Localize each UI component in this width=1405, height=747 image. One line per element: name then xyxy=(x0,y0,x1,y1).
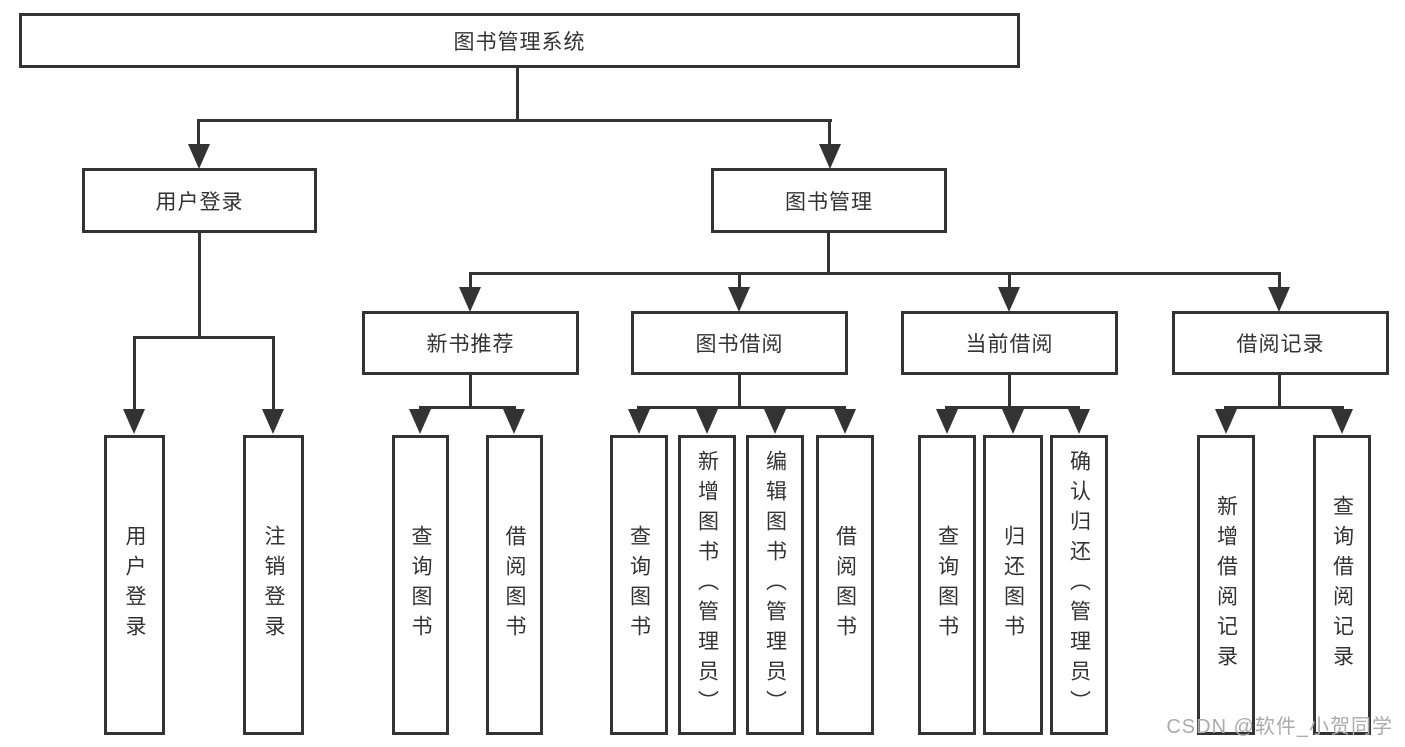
leaf-add-books-admin: 新增图书（管理员） xyxy=(678,435,736,735)
node-label: 查询图书 xyxy=(409,525,432,645)
node-label: 确认归还（管理员） xyxy=(1067,450,1091,720)
node-label: 借阅图书 xyxy=(833,525,857,645)
node-label: 借阅图书 xyxy=(503,525,526,645)
arrow-down-icon xyxy=(728,287,750,312)
node-label: 借阅记录 xyxy=(1236,333,1325,356)
arrow-down-icon xyxy=(409,409,431,434)
node-label: 查询借阅记录 xyxy=(1330,495,1354,675)
connector-line xyxy=(469,375,472,406)
arrow-down-icon xyxy=(1331,409,1353,434)
leaf-user-login: 用户登录 xyxy=(104,435,165,735)
node-label: 用户登录 xyxy=(123,525,146,645)
connector-line xyxy=(197,119,832,122)
arrow-down-icon xyxy=(1068,409,1090,434)
connector-line xyxy=(827,233,830,275)
arrow-down-icon xyxy=(1002,409,1024,434)
node-label: 新书推荐 xyxy=(426,333,515,356)
arrow-down-icon xyxy=(123,409,145,434)
connector-line xyxy=(1278,275,1281,288)
connector-line xyxy=(1278,375,1281,406)
leaf-query-books-recommend: 查询图书 xyxy=(392,435,449,735)
connector-line xyxy=(469,275,472,288)
node-library-management-system: 图书管理系统 xyxy=(19,13,1020,68)
node-label: 新增图书（管理员） xyxy=(695,450,719,720)
connector-line xyxy=(272,339,275,409)
arrow-down-icon xyxy=(503,409,525,434)
arrow-down-icon xyxy=(998,287,1020,312)
connector-line xyxy=(133,339,136,409)
arrow-down-icon xyxy=(936,409,958,434)
connector-line xyxy=(945,406,1080,409)
leaf-add-borrow-record: 新增借阅记录 xyxy=(1197,435,1255,735)
connector-line xyxy=(738,375,741,406)
leaf-query-books-borrowing: 查询图书 xyxy=(610,435,668,735)
connector-line xyxy=(828,122,831,144)
arrow-down-icon xyxy=(1268,287,1290,312)
leaf-borrow-books-recommend: 借阅图书 xyxy=(486,435,543,735)
connector-line xyxy=(1224,406,1344,409)
node-new-book-recommendation: 新书推荐 xyxy=(362,311,579,375)
arrow-down-icon xyxy=(188,144,210,169)
node-book-management: 图书管理 xyxy=(711,168,947,233)
connector-line xyxy=(1008,375,1011,406)
node-label: 注销登录 xyxy=(262,525,285,645)
arrow-down-icon xyxy=(834,409,856,434)
node-label: 图书借阅 xyxy=(695,333,784,356)
arrow-down-icon xyxy=(628,409,650,434)
node-label: 当前借阅 xyxy=(965,333,1054,356)
leaf-query-books-current: 查询图书 xyxy=(918,435,976,735)
arrow-down-icon xyxy=(1215,409,1237,434)
arrow-down-icon xyxy=(764,409,786,434)
connector-line xyxy=(738,275,741,288)
leaf-borrow-books: 借阅图书 xyxy=(816,435,874,735)
leaf-query-borrow-record: 查询借阅记录 xyxy=(1313,435,1371,735)
connector-line xyxy=(197,122,200,144)
node-label: 查询图书 xyxy=(627,525,651,645)
node-label: 用户登录 xyxy=(155,190,244,214)
node-label: 编辑图书（管理员） xyxy=(763,450,787,720)
leaf-edit-books-admin: 编辑图书（管理员） xyxy=(746,435,804,735)
node-label: 图书管理系统 xyxy=(453,30,586,54)
node-label: 查询图书 xyxy=(935,525,959,645)
node-label: 归还图书 xyxy=(1001,525,1025,645)
connector-line xyxy=(516,68,519,122)
node-current-borrowing: 当前借阅 xyxy=(901,311,1118,375)
connector-line xyxy=(637,406,846,409)
leaf-return-books: 归还图书 xyxy=(983,435,1043,735)
node-label: 图书管理 xyxy=(785,190,873,214)
connector-line xyxy=(198,233,201,339)
connector-line xyxy=(419,406,516,409)
connector-line xyxy=(1008,275,1011,288)
connector-line xyxy=(133,336,275,339)
leaf-logout: 注销登录 xyxy=(243,435,304,735)
arrow-down-icon xyxy=(459,287,481,312)
arrow-down-icon xyxy=(696,409,718,434)
arrow-down-icon xyxy=(262,409,284,434)
node-book-borrowing: 图书借阅 xyxy=(631,311,848,375)
arrow-down-icon xyxy=(819,144,841,169)
leaf-confirm-return-admin: 确认归还（管理员） xyxy=(1050,435,1108,735)
watermark: CSDN @软件_小贺同学 xyxy=(1166,716,1393,738)
connector-line xyxy=(469,272,1281,275)
node-label: 新增借阅记录 xyxy=(1214,495,1238,675)
node-user-login: 用户登录 xyxy=(82,168,317,233)
node-borrowing-records: 借阅记录 xyxy=(1172,311,1389,375)
